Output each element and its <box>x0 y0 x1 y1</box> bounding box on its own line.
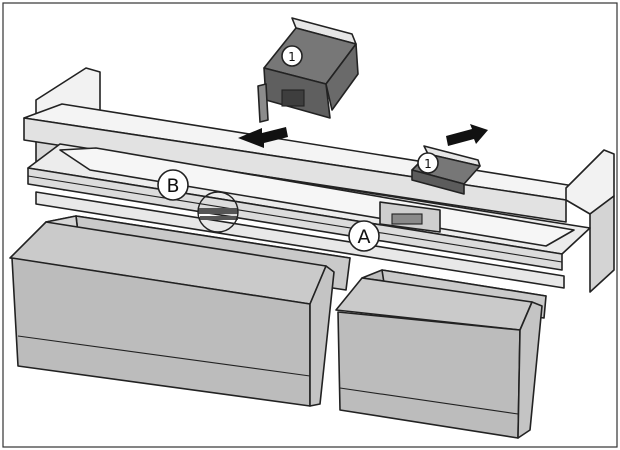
callout-clip-right: 1 <box>417 152 439 174</box>
callout-a-label: A <box>358 226 371 248</box>
drawer-left <box>9 215 351 407</box>
callout-b: B <box>157 169 189 201</box>
callout-clip-top-label: 1 <box>288 50 296 64</box>
slot-marker <box>198 208 238 214</box>
callout-a: A <box>348 220 380 252</box>
detail-circle <box>197 191 239 233</box>
clip-top <box>257 17 359 123</box>
slot-marker <box>200 216 238 220</box>
arrow-left-icon <box>238 127 288 148</box>
arrow-up-icon <box>446 124 488 146</box>
callout-clip-right-label: 1 <box>424 157 432 171</box>
callout-b-label: B <box>166 175 179 197</box>
drawer-right <box>335 269 547 439</box>
callout-clip-top: 1 <box>281 45 303 67</box>
